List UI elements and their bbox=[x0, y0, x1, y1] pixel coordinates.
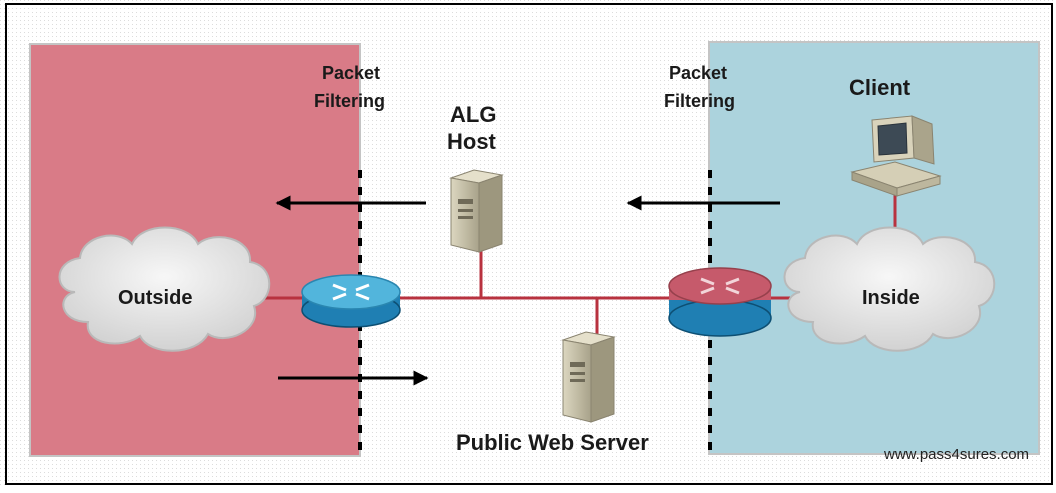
packet-filtering-right-line1: Packet bbox=[669, 63, 728, 83]
server-icon bbox=[561, 331, 616, 423]
cloud-icon bbox=[58, 226, 271, 352]
packet-filtering-right-line2: Filtering bbox=[664, 91, 735, 111]
outside-label: Outside bbox=[118, 287, 193, 309]
public-web-server-label: Public Web Server bbox=[456, 430, 649, 455]
packet-filtering-left-line2: Filtering bbox=[314, 91, 385, 111]
client-label: Client bbox=[849, 75, 911, 100]
server-icon bbox=[449, 169, 504, 253]
alg-host-label-line1: ALG bbox=[450, 102, 497, 127]
router-icon bbox=[301, 274, 401, 328]
watermark-text: www.pass4sures.com bbox=[884, 446, 1030, 463]
packet-filtering-left-line1: Packet bbox=[322, 63, 381, 83]
alg-host-label-line2: Host bbox=[447, 129, 496, 154]
diagram-frame bbox=[5, 3, 1053, 485]
router-icon bbox=[668, 267, 772, 337]
inside-label: Inside bbox=[862, 287, 920, 309]
workstation-icon bbox=[850, 115, 942, 197]
cloud-icon bbox=[783, 226, 996, 352]
